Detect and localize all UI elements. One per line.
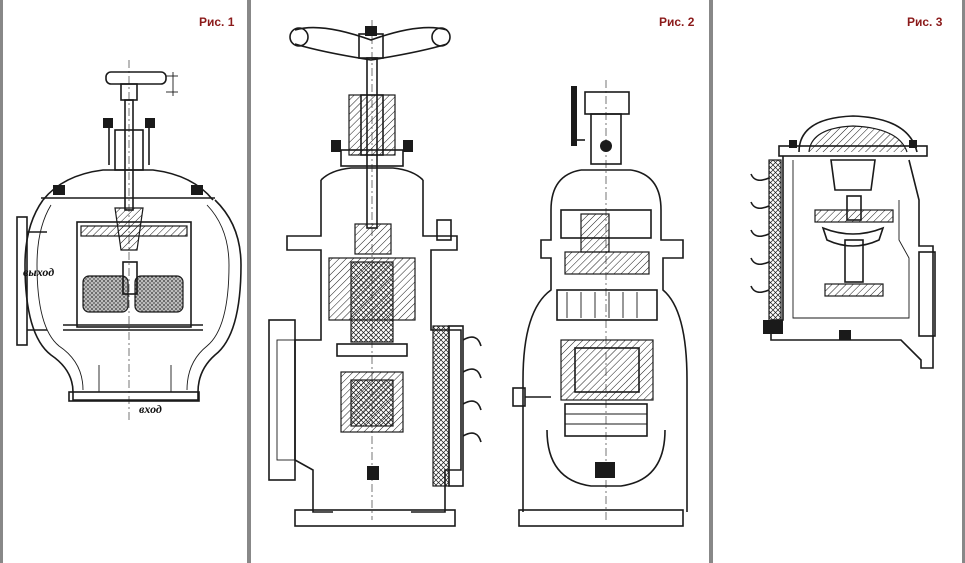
figure-3-drawing [750,115,936,369]
figure-2-caption: Рис. 2 [659,15,695,29]
figure-1-caption: Рис. 1 [199,15,235,29]
figure-1-drawing [16,60,242,420]
panel-divider-1 [247,0,251,563]
figure-1-panel: Рис. 1 выход вход [3,0,247,563]
figure-2-panel: Рис. 2 [251,0,709,563]
figure-2-drawing [268,20,688,527]
inlet-label: вход [139,402,162,416]
outlet-label: выход [23,265,55,279]
figure-3-caption: Рис. 3 [907,15,943,29]
figure-3-panel: Рис. 3 [713,0,962,563]
panel-divider-2 [709,0,713,563]
